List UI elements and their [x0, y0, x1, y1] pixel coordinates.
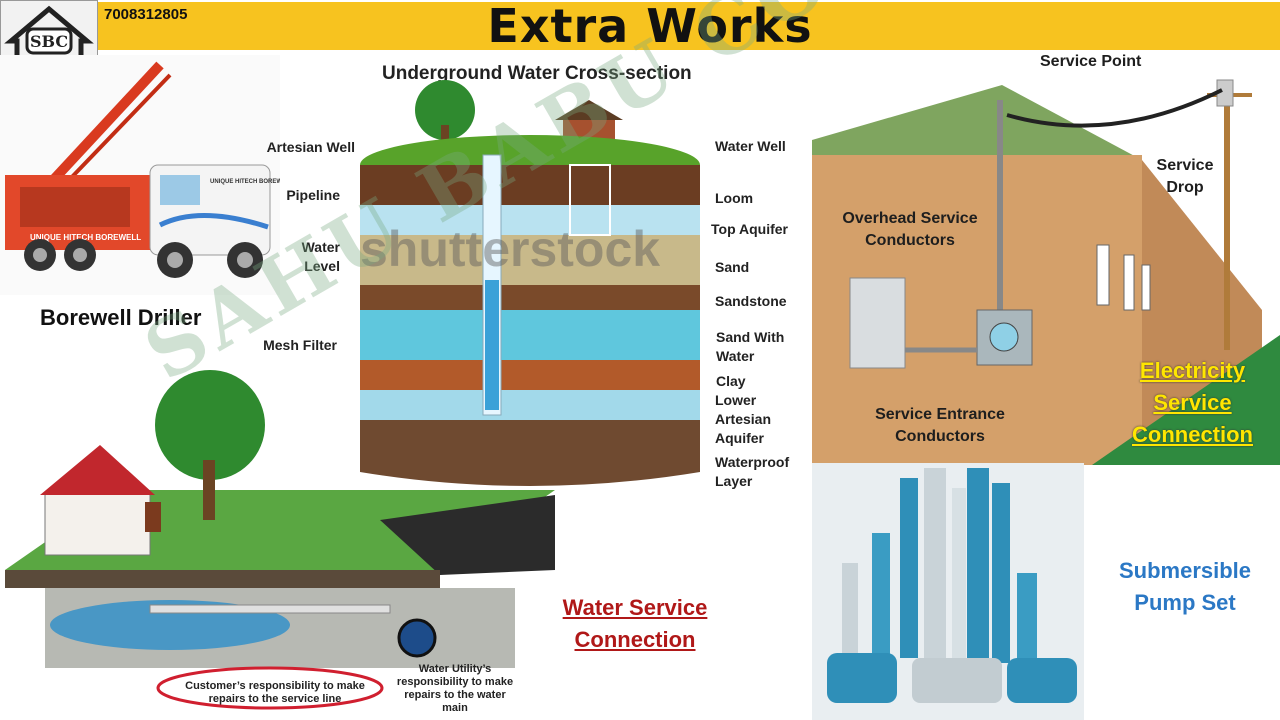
label-overhead-conductors: Overhead Service Conductors	[842, 210, 978, 249]
label-lower-artesian-aquifer: Lower Artesian Aquifer	[715, 392, 772, 446]
label-water-well: Water Well	[715, 138, 786, 154]
label-service-point: Service Point	[1040, 53, 1142, 70]
label-loom: Loom	[715, 190, 754, 206]
label-sandstone: Sandstone	[715, 293, 787, 309]
cross-section-title: Underground Water Cross-section	[382, 63, 692, 84]
cross-section-illustration	[360, 80, 700, 486]
label-water-level: Water Level	[301, 239, 340, 274]
phone-number: 7008312805	[104, 6, 188, 23]
label-sand: Sand	[715, 259, 750, 275]
water-service-link[interactable]: Water Service Connection	[562, 595, 708, 652]
customer-responsibility-note: Customer’s responsibility to make repair…	[185, 680, 365, 705]
logo-text: SBC	[30, 32, 68, 51]
utility-responsibility-note: Water Utility’s responsibility to make r…	[396, 663, 514, 714]
submersible-pump-caption: Submersible Pump Set	[1118, 558, 1252, 615]
label-service-drop: Service Drop	[1156, 157, 1214, 196]
water-connection-illustration	[5, 370, 555, 710]
cab-lettering: UNIQUE HITECH BOREWELL	[210, 179, 280, 185]
shutterstock-watermark: shutterstock	[360, 221, 661, 277]
submersible-pumps-illustration	[812, 463, 1084, 720]
label-mesh-filter: Mesh Filter	[263, 337, 337, 353]
label-sand-with-water: Sand With Water	[716, 329, 785, 364]
label-top-aquifer: Top Aquifer	[711, 221, 788, 237]
label-clay: Clay	[716, 373, 746, 389]
title-banner	[98, 2, 1280, 50]
page-title: Extra Works	[487, 0, 813, 53]
label-waterproof-layer: Waterproof Layer	[715, 454, 790, 489]
electricity-service-link[interactable]: Electricity Service Connection	[1132, 358, 1253, 447]
label-entrance-conductors: Service Entrance Conductors	[875, 406, 1005, 445]
label-pipeline: Pipeline	[286, 187, 340, 203]
borewell-caption: Borewell Driller	[40, 305, 202, 330]
truck-lettering: UNIQUE HITECH BOREWELL	[30, 233, 141, 242]
borewell-truck-illustration: UNIQUE HITECH BOREWELL UNIQUE HITECH BOR…	[0, 55, 280, 295]
electric-house-illustration	[812, 79, 1280, 465]
label-artesian-well: Artesian Well	[266, 139, 355, 155]
